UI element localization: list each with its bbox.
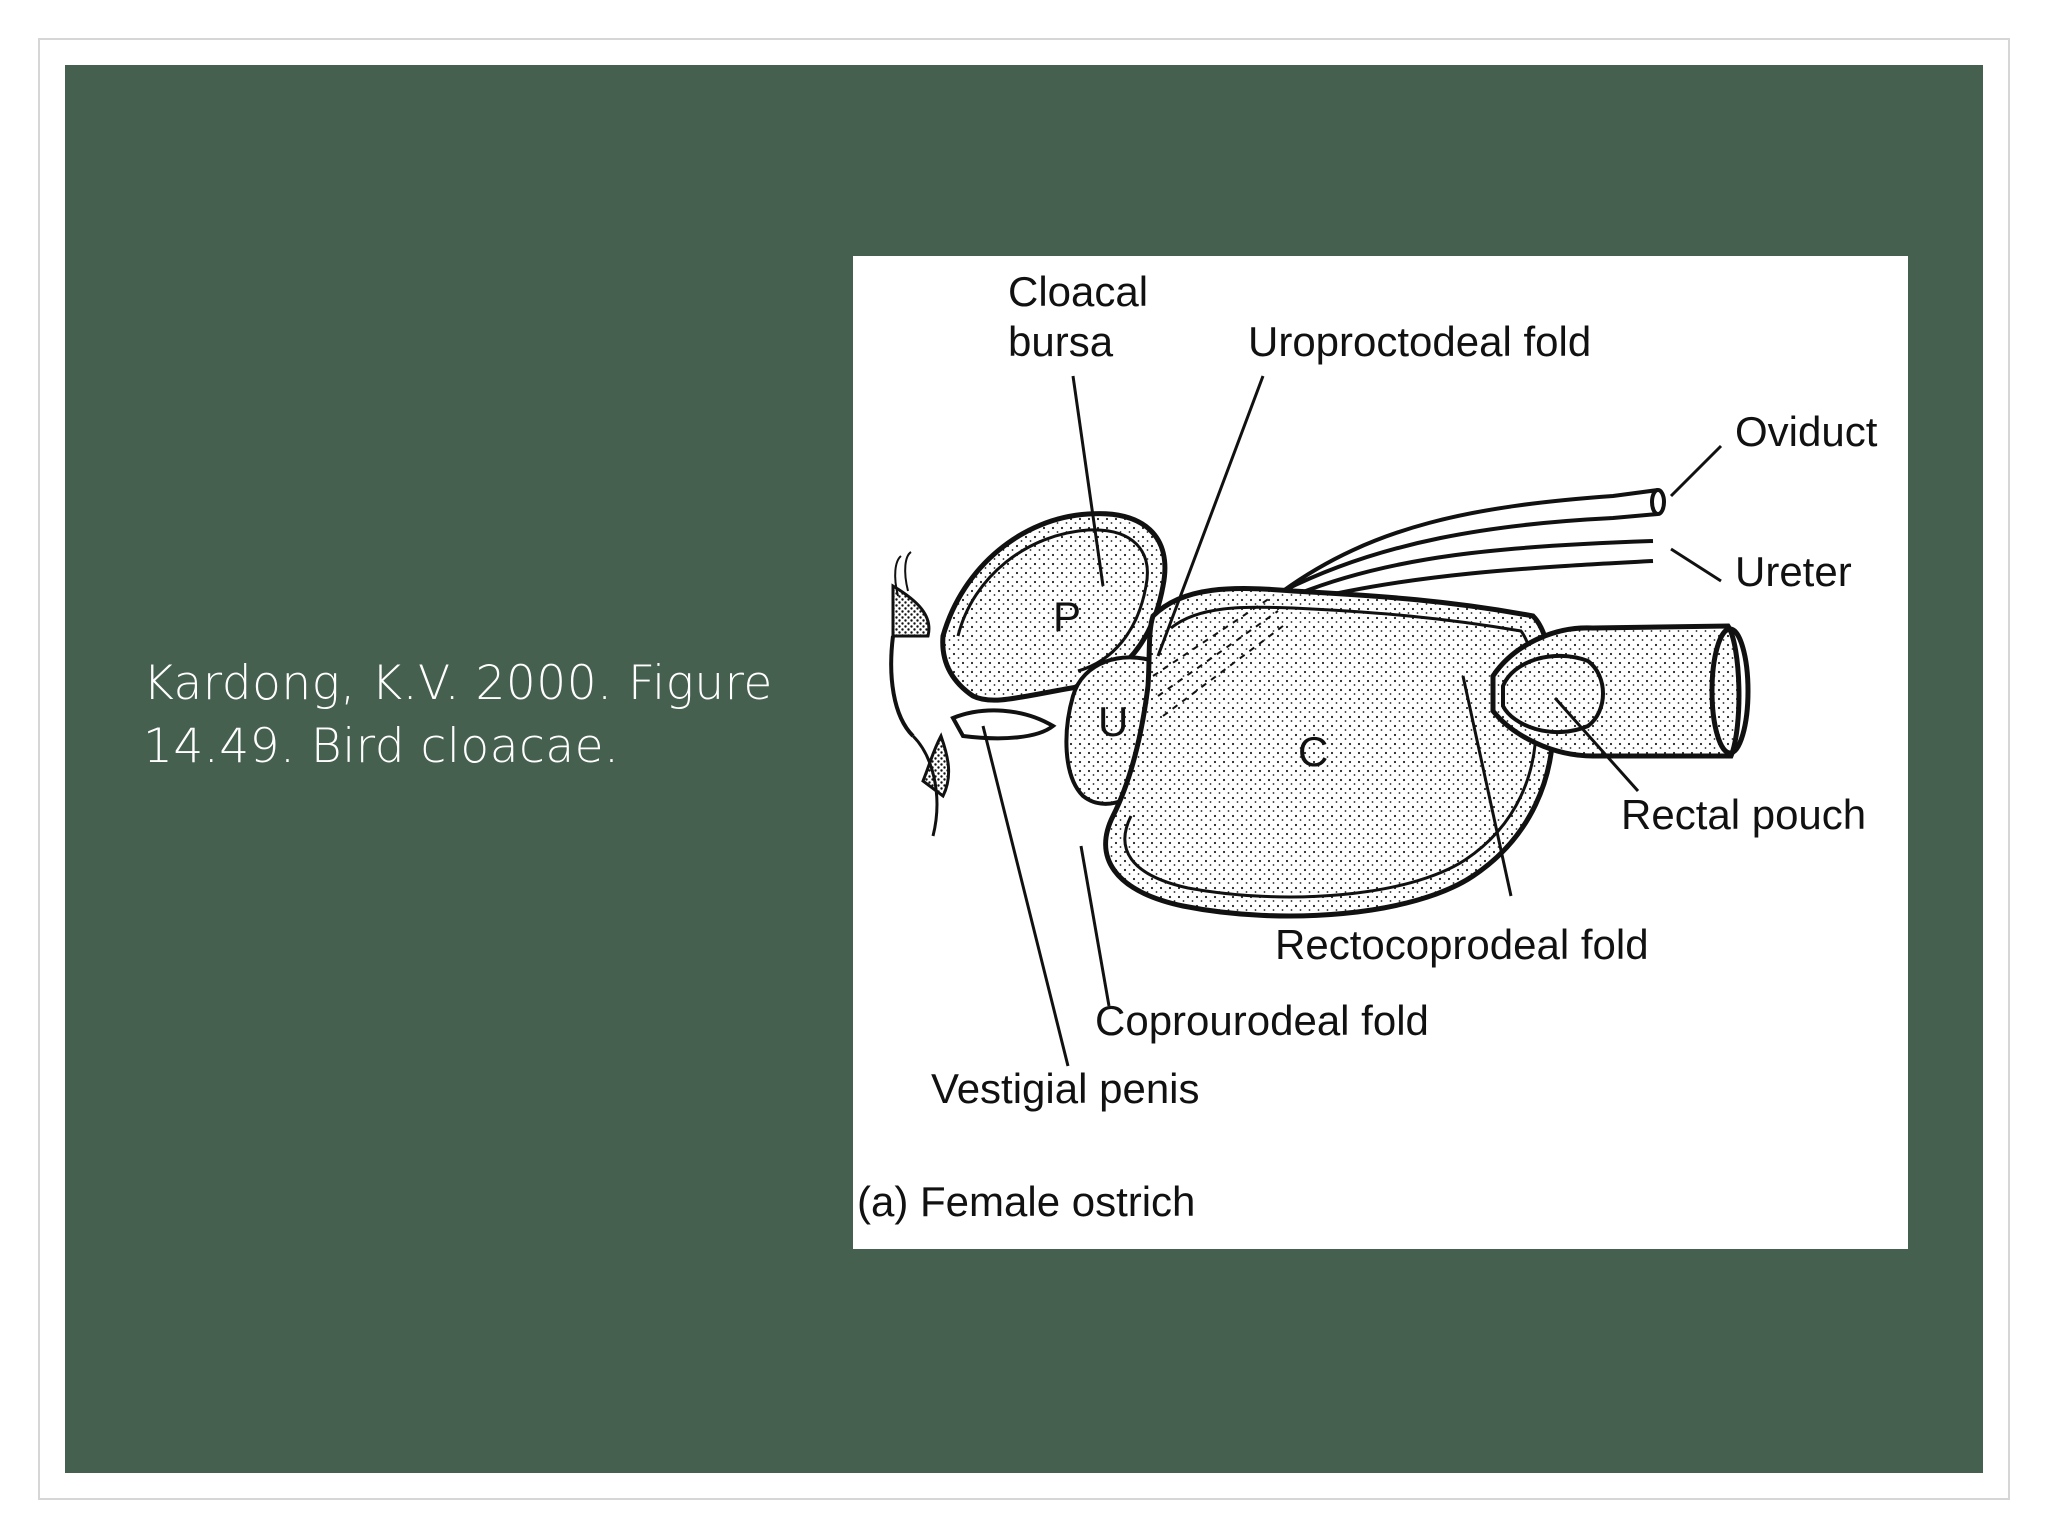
leader-ureter <box>1670 547 1722 583</box>
label-rectal-pouch: Rectal pouch <box>1621 791 1866 838</box>
cloaca-diagram: P U C Cloacal bursa Uroproctodeal fold O… <box>857 268 1878 1225</box>
ureter-tube <box>1297 539 1654 603</box>
label-coprourodeal-fold: Coprourodeal fold <box>1095 997 1429 1044</box>
label-uroproctodeal-fold: Uroproctodeal fold <box>1248 318 1591 365</box>
vent-area <box>889 551 951 837</box>
label-vestigial-penis: Vestigial penis <box>931 1065 1200 1112</box>
fold-dashes <box>1152 595 1284 717</box>
leader-coprourodeal-fold <box>1079 845 1111 1007</box>
region-u-label: U <box>1098 698 1128 745</box>
label-cloacal-bursa-line2: bursa <box>1008 318 1114 365</box>
label-ureter: Ureter <box>1735 548 1852 595</box>
cloaca-figure: P U C Cloacal bursa Uroproctodeal fold O… <box>853 256 1908 1249</box>
label-oviduct: Oviduct <box>1735 408 1878 455</box>
region-p-label: P <box>1053 593 1081 640</box>
leader-vestigial-penis <box>981 725 1070 1067</box>
rectal-pouch-shape <box>1501 653 1605 735</box>
leader-oviduct <box>1669 444 1723 498</box>
leader-rectocoprodeal-fold <box>1461 675 1513 897</box>
leader-lines <box>981 375 1723 1067</box>
panel-caption: (a) Female ostrich <box>857 1178 1195 1225</box>
oviduct-tube <box>1281 488 1666 593</box>
coprodeum-shape <box>1103 586 1556 919</box>
leader-uroproctodeal-fold <box>1156 375 1265 657</box>
label-rectocoprodeal-fold: Rectocoprodeal fold <box>1275 921 1649 968</box>
caption-line-1: Kardong, K.V. 2000. Figure <box>143 656 773 711</box>
region-c-label: C <box>1298 728 1328 775</box>
caption-line-2: 14.49. Bird cloacae. <box>143 719 620 774</box>
slide-caption: Kardong, K.V. 2000. Figure 14.49. Bird c… <box>143 652 803 778</box>
leader-rectal-pouch <box>1553 697 1640 792</box>
label-cloacal-bursa-line1: Cloacal <box>1008 268 1148 315</box>
leader-cloacal-bursa <box>1071 375 1105 587</box>
vestigial-penis-shape <box>950 708 1057 741</box>
